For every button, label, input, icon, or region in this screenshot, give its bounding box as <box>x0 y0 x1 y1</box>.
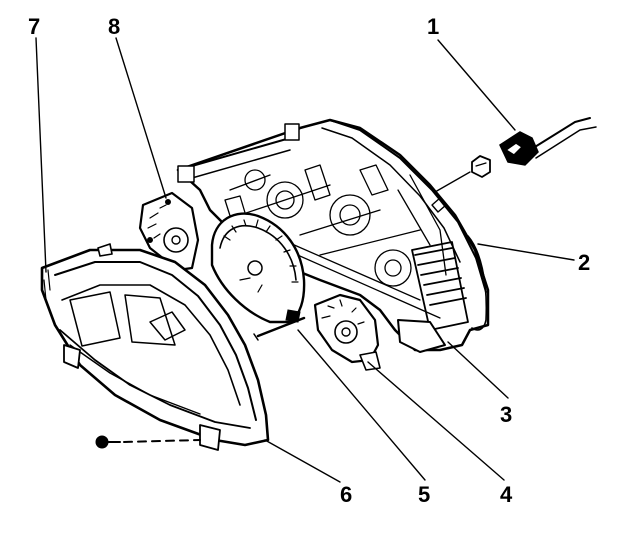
leader-2 <box>477 243 575 261</box>
callout-6: 6 <box>340 482 352 507</box>
pointer-tip <box>253 333 259 341</box>
callout-labels: 1 2 3 4 5 6 7 8 <box>28 14 590 507</box>
callout-8: 8 <box>108 14 120 39</box>
leader-3 <box>447 341 509 399</box>
leader-4 <box>367 361 505 481</box>
callout-1: 1 <box>427 14 439 39</box>
leader-1 <box>437 39 516 131</box>
bulb-socket-assembly <box>434 117 597 193</box>
front-lens-bezel <box>40 243 270 451</box>
pointer-shaft <box>256 316 306 338</box>
gauge-4 <box>313 293 381 371</box>
speedometer-gauge-face <box>210 212 306 324</box>
leader-7 <box>35 37 47 273</box>
leader-6 <box>264 439 341 483</box>
leader-8 <box>115 37 167 199</box>
callout-7: 7 <box>28 14 40 39</box>
callout-5: 5 <box>418 482 430 507</box>
leader-5 <box>297 329 426 481</box>
screw <box>95 435 201 449</box>
gauge-8 <box>138 191 200 272</box>
circuit-board-detail <box>224 164 447 319</box>
leader-lines <box>35 37 575 483</box>
callout-2: 2 <box>578 250 590 275</box>
callout-3: 3 <box>500 402 512 427</box>
heat-sink <box>411 241 469 331</box>
callout-4: 4 <box>500 482 513 507</box>
